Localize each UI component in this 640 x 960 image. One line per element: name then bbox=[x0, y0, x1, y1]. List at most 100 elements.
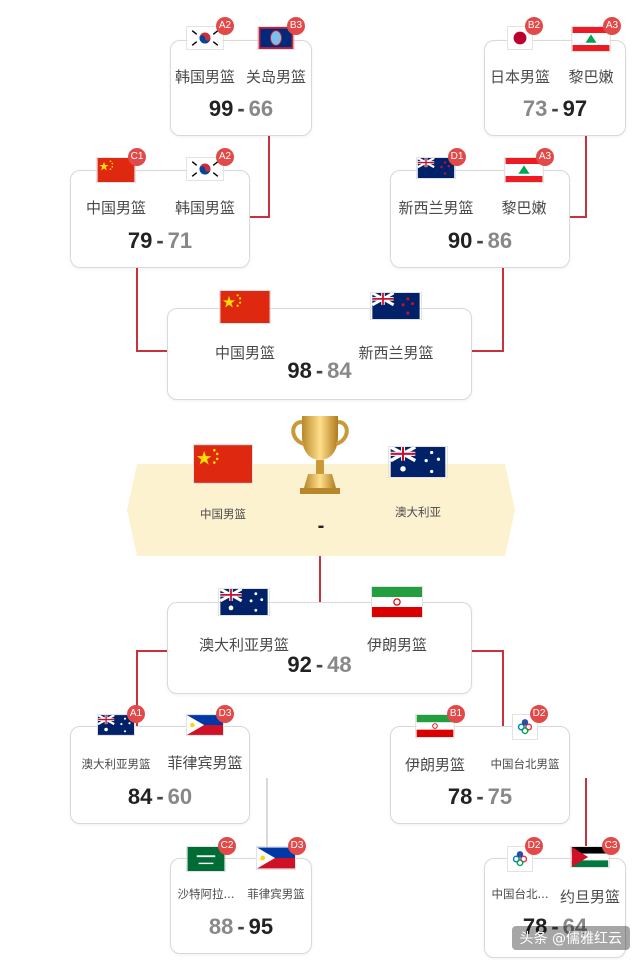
team-name: 关岛男篮 bbox=[245, 68, 306, 86]
bracket-line bbox=[472, 650, 504, 726]
team-iran: 伊朗男篮 bbox=[352, 586, 442, 655]
team-jordan: C3 约旦男篮 bbox=[554, 837, 626, 907]
team-name: 中国男篮 bbox=[214, 344, 275, 362]
guam-flag-icon bbox=[257, 26, 295, 50]
match-card-newzealand-lebanon[interactable] bbox=[390, 170, 570, 268]
new-zealand-flag-icon bbox=[416, 157, 456, 179]
team-new-zealand: 新西兰男篮 bbox=[346, 292, 446, 363]
team-name: 韩国男篮 bbox=[174, 68, 235, 86]
team-name: 新西兰男篮 bbox=[398, 199, 474, 217]
bracket-line bbox=[567, 136, 587, 218]
team-philippines: D3 菲律宾男篮 bbox=[240, 837, 312, 902]
match-score: 79-71 bbox=[127, 228, 193, 253]
team-korea: A2 韩国男篮 bbox=[164, 148, 246, 218]
team-lebanon: A3 黎巴嫩 bbox=[556, 17, 626, 87]
match-card-saudi-philippines[interactable] bbox=[170, 858, 312, 954]
match-score: 84-60 bbox=[127, 784, 193, 809]
seed-badge: B2 bbox=[525, 17, 543, 35]
korea-flag-icon bbox=[186, 157, 224, 181]
new-zealand-flag-icon bbox=[370, 292, 422, 320]
team-name: 约旦男篮 bbox=[559, 888, 620, 906]
iran-flag-icon bbox=[415, 714, 455, 738]
team-lebanon: A3 黎巴嫩 bbox=[486, 148, 562, 218]
iran-flag-icon bbox=[371, 586, 423, 618]
team-saudi-arabia: C2 沙特阿拉... bbox=[170, 837, 242, 902]
seed-badge: C1 bbox=[128, 148, 146, 166]
team-name: 澳大利亚男篮 bbox=[81, 757, 151, 771]
match-card-australia-philippines[interactable] bbox=[70, 726, 250, 824]
match-card-korea-guam[interactable] bbox=[170, 40, 312, 136]
team-australia: 澳大利亚男篮 bbox=[186, 588, 302, 655]
team-name: 澳大利亚 bbox=[395, 505, 441, 519]
seed-badge: D3 bbox=[216, 705, 234, 723]
bracket-line bbox=[250, 778, 268, 858]
team-name: 伊朗男篮 bbox=[404, 756, 465, 774]
team-name: 韩国男篮 bbox=[174, 199, 235, 217]
team-name: 中国男篮 bbox=[85, 199, 146, 217]
team-name: 日本男篮 bbox=[489, 68, 550, 86]
team-iran: B1 伊朗男篮 bbox=[394, 705, 476, 775]
match-card-iran-taipei[interactable] bbox=[390, 726, 570, 824]
philippines-flag-icon bbox=[186, 714, 224, 736]
chinese-taipei-flag-icon bbox=[512, 714, 538, 740]
australia-flag-icon bbox=[97, 714, 135, 736]
match-score: 78-64 bbox=[522, 914, 588, 939]
match-card-china-newzealand[interactable] bbox=[167, 308, 472, 400]
seed-badge: D3 bbox=[288, 837, 306, 855]
match-score: 92-48 bbox=[287, 652, 352, 677]
seed-badge: C2 bbox=[218, 837, 236, 855]
jordan-flag-icon bbox=[570, 846, 610, 868]
seed-badge: A1 bbox=[127, 705, 145, 723]
china-flag-icon bbox=[193, 444, 253, 484]
team-chinese-taipei: D2 中国台北男篮 bbox=[480, 705, 570, 772]
seed-badge: B1 bbox=[447, 705, 465, 723]
team-korea: A2 韩国男篮 bbox=[172, 17, 238, 87]
team-australia: 澳大利亚 bbox=[372, 446, 464, 520]
bracket-line bbox=[250, 136, 270, 218]
match-score: 73-97 bbox=[522, 96, 588, 121]
philippines-flag-icon bbox=[256, 846, 296, 870]
china-flag-icon bbox=[219, 290, 271, 324]
seed-badge: D2 bbox=[525, 837, 543, 855]
team-name: 澳大利亚男篮 bbox=[198, 636, 289, 654]
team-japan: B2 日本男篮 bbox=[484, 17, 556, 87]
team-name: 新西兰男篮 bbox=[358, 344, 434, 362]
korea-flag-icon bbox=[186, 26, 224, 50]
team-chinese-taipei: D2 中国台北... bbox=[484, 837, 556, 902]
team-china: 中国男篮 bbox=[176, 444, 270, 522]
team-china: C1 中国男篮 bbox=[74, 148, 158, 218]
team-name: 菲律宾男篮 bbox=[247, 887, 305, 901]
team-name: 中国台北... bbox=[491, 887, 549, 901]
chinese-taipei-flag-icon bbox=[507, 846, 533, 872]
team-name: 伊朗男篮 bbox=[366, 636, 427, 654]
australia-flag-icon bbox=[218, 588, 270, 616]
seed-badge: D2 bbox=[530, 705, 548, 723]
seed-badge: A2 bbox=[216, 17, 234, 35]
lebanon-flag-icon bbox=[504, 157, 544, 183]
seed-badge: A3 bbox=[603, 17, 621, 35]
match-card-japan-lebanon[interactable] bbox=[484, 40, 626, 136]
bracket-line bbox=[319, 556, 321, 602]
team-australia: A1 澳大利亚男篮 bbox=[72, 705, 160, 772]
final-score: - bbox=[317, 515, 325, 537]
match-card-taipei-jordan[interactable] bbox=[484, 858, 626, 958]
match-card-china-korea[interactable] bbox=[70, 170, 250, 268]
australia-flag-icon bbox=[388, 446, 448, 478]
japan-flag-icon bbox=[507, 26, 533, 50]
team-new-zealand: D1 新西兰男篮 bbox=[390, 148, 482, 218]
bracket-line bbox=[136, 650, 167, 726]
seed-badge: C3 bbox=[602, 837, 620, 855]
seed-badge: A3 bbox=[536, 148, 554, 166]
team-china: 中国男篮 bbox=[200, 290, 290, 363]
team-name: 黎巴嫩 bbox=[501, 199, 547, 217]
saudi-arabia-flag-icon bbox=[186, 846, 226, 872]
match-score: 78-75 bbox=[447, 784, 513, 809]
team-guam: B3 关岛男篮 bbox=[240, 17, 312, 87]
match-score: 99-66 bbox=[208, 96, 274, 121]
match-score: 90-86 bbox=[447, 228, 513, 253]
match-score: 88-95 bbox=[208, 914, 274, 939]
team-name: 黎巴嫩 bbox=[568, 68, 614, 86]
team-philippines: D3 菲律宾男篮 bbox=[160, 705, 250, 773]
team-name: 菲律宾男篮 bbox=[167, 754, 243, 772]
bracket-line bbox=[136, 268, 167, 352]
